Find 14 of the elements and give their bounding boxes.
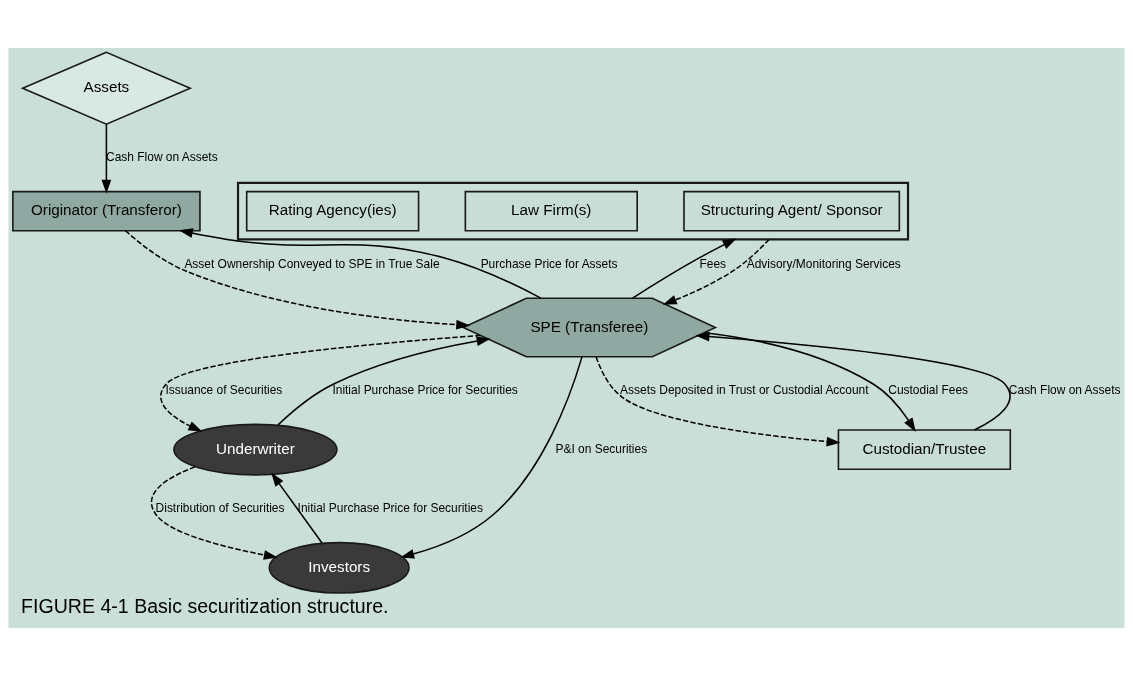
edge-label: Fees	[699, 256, 727, 270]
edge-label: Purchase Price for Assets	[480, 256, 618, 270]
edge-label: Advisory/Monitoring Services	[746, 256, 901, 270]
edge-label: Assets Deposited in Trust or Custodial Account	[620, 382, 869, 397]
edge-label: Initial Purchase Price for Securities	[332, 382, 518, 397]
edge-label: Initial Purchase Price for Securities	[297, 500, 483, 515]
edge-label: Custodial Fees	[888, 382, 969, 397]
edge-label: P&I on Securities	[555, 441, 648, 456]
edge-label: Cash Flow on Assets	[106, 149, 218, 164]
edge-label: Issuance of Securities	[165, 382, 283, 397]
edge-label: Distribution of Securities	[155, 500, 285, 515]
caption: FIGURE 4-1 Basic securitization structure.	[21, 594, 389, 617]
edge-label: Asset Ownership Conveyed to SPE in True Sale	[184, 256, 440, 270]
edge-label: Cash Flow on Assets	[1008, 382, 1121, 397]
